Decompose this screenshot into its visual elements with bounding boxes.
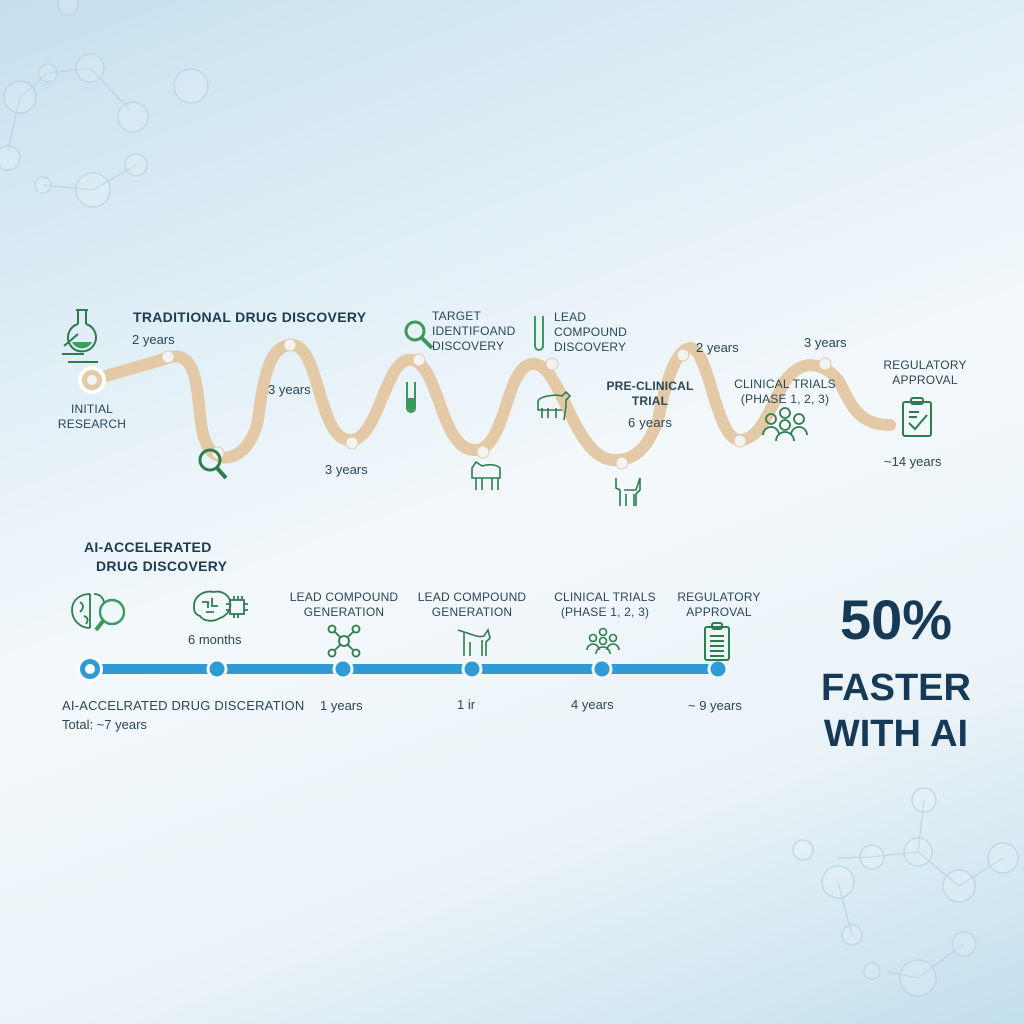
stage-line: GENERATION: [431, 605, 513, 619]
brain-chip-icon: [193, 590, 248, 622]
stage-line: (PHASE 1, 2, 3): [560, 605, 650, 619]
test-tube-icon: [534, 316, 544, 351]
stage-target-identification: TARGET IDENTIFOAND DISCOVERY: [432, 309, 516, 354]
callout-line1: FASTER: [821, 667, 971, 709]
duration-label: 3 years: [325, 462, 368, 477]
duration-label: 6 months: [188, 632, 242, 647]
dog-icon: [457, 628, 491, 656]
stage-line: COMPOUND: [554, 325, 627, 339]
duration-label: 4 years: [571, 697, 614, 712]
ai-title-line: AI-ACCELERATED: [84, 539, 212, 555]
ai-footer-title: AI-ACCELRATED DRUG DISCERATION: [62, 698, 305, 713]
stage-line: CLINICAL TRIALS: [554, 590, 656, 604]
traditional-title: TRADITIONAL DRUG DISCOVERY: [133, 309, 367, 325]
stage-line: LEAD: [554, 310, 587, 324]
magnifier-icon: [198, 448, 228, 480]
stage-line: DISCOVERY: [554, 340, 627, 354]
duration-label: 6 years: [627, 415, 673, 430]
initial-research-label: INITIAL RESEARCH: [57, 402, 127, 431]
stage-pre-clinical-trial: PRE-CLINICAL TRIAL 6 years: [600, 379, 700, 430]
microscope-flask-icon: [62, 309, 98, 363]
ai-stage-lead-compound-1: LEAD COMPOUND GENERATION: [284, 590, 404, 620]
stage-regulatory-approval: REGULATORY APPROVAL: [870, 358, 980, 388]
clipboard-list-icon: [704, 622, 730, 661]
stage-line: PRE-CLINICAL: [606, 379, 694, 393]
stage-line: REGULATORY: [677, 590, 761, 604]
ai-footer-total: Total: ~7 years: [62, 717, 147, 732]
stage-line: GENERATION: [303, 605, 385, 619]
traditional-total: ~14 years: [884, 454, 942, 469]
stage-line: TARGET: [432, 309, 481, 323]
test-tube-icon: [406, 382, 416, 413]
stage-line: APPROVAL: [892, 373, 958, 387]
stage-line: REGULATORY: [883, 358, 967, 372]
ai-stage-lead-compound-2: LEAD COMPOUND GENERATION: [412, 590, 532, 620]
stage-clinical-trials: CLINICAL TRIALS (PHASE 1, 2, 3): [730, 377, 840, 407]
stage-line: APPROVAL: [686, 605, 752, 619]
stage-line: LEAD COMPOUND: [289, 590, 399, 604]
duration-label: ~ 9 years: [688, 698, 742, 713]
molecule-network-icon: [327, 624, 361, 658]
stage-line: (PHASE 1, 2, 3): [740, 392, 830, 406]
clipboard-check-icon: [902, 397, 932, 437]
sheep-icon: [537, 390, 572, 420]
callout-percent: 50%: [839, 588, 953, 651]
ai-stage-clinical-trials: CLINICAL TRIALS (PHASE 1, 2, 3): [545, 590, 665, 620]
sheep-icon: [471, 460, 501, 490]
people-group-icon: [762, 407, 808, 441]
duration-label: 2 years: [696, 340, 739, 355]
ai-title: AI-ACCELERATED DRUG DISCOVERY: [84, 538, 227, 576]
stage-line: CLINICAL TRIALS: [734, 377, 836, 391]
stage-lead-compound-discovery: LEAD COMPOUND DISCOVERY: [554, 310, 627, 355]
stage-line: TRIAL: [631, 394, 669, 408]
ai-title-line: DRUG DISCOVERY: [96, 558, 228, 574]
stage-line: LEAD COMPOUND: [417, 590, 527, 604]
duration-label: 1 ir: [457, 697, 476, 712]
stage-line: DISCOVERY: [432, 339, 505, 353]
ai-stage-regulatory-approval: REGULATORY APPROVAL: [664, 590, 774, 620]
duration-label: 3 years: [804, 335, 847, 350]
duration-label: 3 years: [268, 382, 311, 397]
duration-label: 2 years: [132, 332, 175, 347]
stage-line: IDENTIFOAND: [432, 324, 516, 338]
brain-search-icon: [71, 593, 126, 632]
magnifier-icon: [404, 320, 434, 350]
callout-line2: WITH AI: [823, 713, 969, 755]
duration-label: 1 years: [320, 698, 363, 713]
people-group-icon: [586, 627, 620, 654]
dog-icon: [615, 477, 641, 506]
